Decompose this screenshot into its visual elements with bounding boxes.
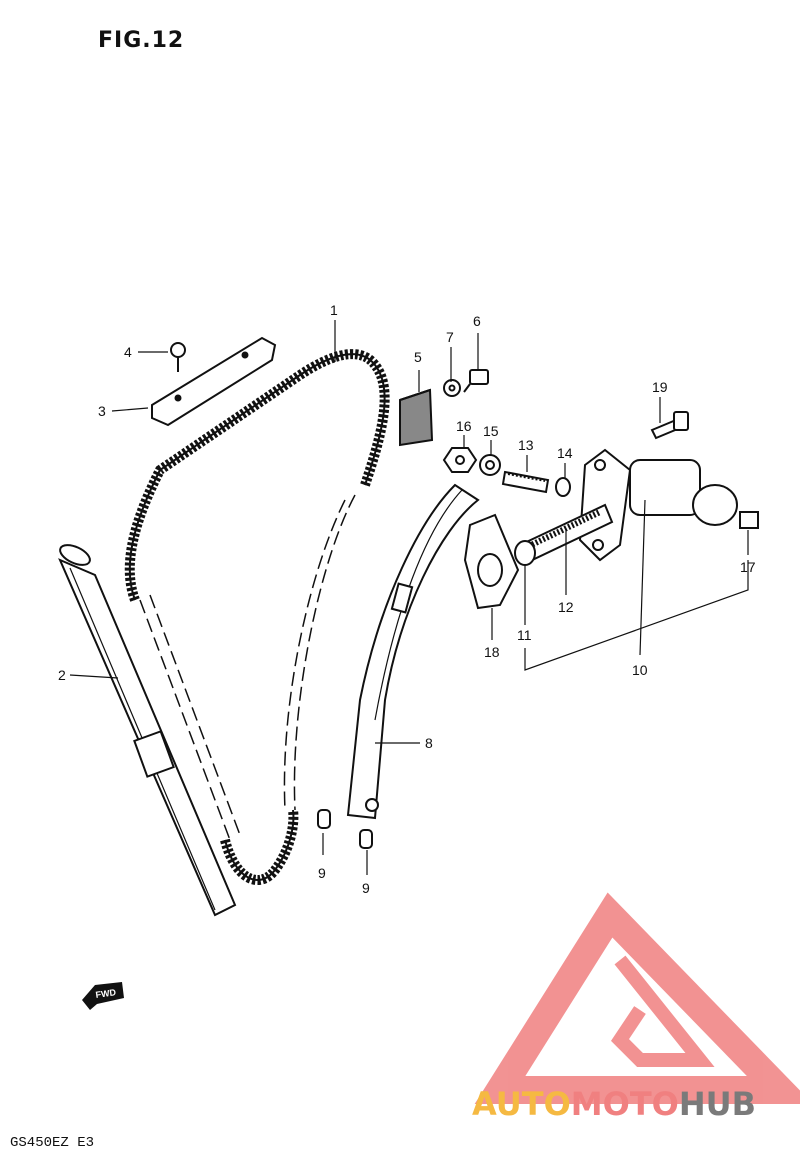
spring-pin-icon — [501, 470, 550, 494]
bolt-19-icon — [650, 411, 689, 440]
watermark-logo — [474, 892, 800, 1104]
forward-arrow-icon: FWD — [82, 982, 124, 1010]
tensioner-assembly — [514, 448, 738, 566]
callout-1: 1 — [330, 302, 338, 318]
watermark-word-moto: MOTO — [571, 1085, 679, 1123]
grommet-icon — [317, 809, 373, 849]
chain-guide-top — [151, 336, 277, 427]
callout-8: 8 — [425, 735, 433, 751]
tensioner-gasket — [463, 513, 520, 610]
model-code: GS450EZ E3 — [10, 1135, 95, 1151]
bolt-icon — [463, 369, 489, 393]
washer-15-icon — [479, 454, 501, 476]
callout-15: 15 — [483, 423, 499, 439]
callout-3: 3 — [98, 403, 106, 419]
callout-9b: 9 — [362, 880, 370, 896]
callout-7: 7 — [446, 329, 454, 345]
callout-5: 5 — [414, 349, 422, 365]
watermark-text: AUTOMOTOHUB — [472, 1085, 756, 1123]
callout-13: 13 — [518, 437, 534, 453]
o-ring-icon — [555, 477, 571, 497]
callout-2: 2 — [58, 667, 66, 683]
callout-6: 6 — [473, 313, 481, 329]
callout-18: 18 — [484, 644, 500, 660]
cam-chain — [124, 349, 390, 885]
callout-14: 14 — [557, 445, 573, 461]
callout-4: 4 — [124, 344, 132, 360]
callout-17: 17 — [740, 559, 756, 575]
callout-11: 11 — [517, 627, 532, 643]
chain-guide-front — [58, 544, 237, 917]
callout-10: 10 — [632, 662, 648, 678]
chain-damper-block — [399, 388, 434, 447]
watermark-word-auto: AUTO — [472, 1085, 571, 1123]
screw-icon — [170, 342, 186, 372]
bolt-17-icon — [739, 511, 759, 529]
callout-19: 19 — [652, 379, 668, 395]
washer-icon — [443, 379, 461, 397]
callout-12: 12 — [558, 599, 574, 615]
callout-9a: 9 — [318, 865, 326, 881]
figure-title: FIG.12 — [98, 28, 185, 53]
watermark-word-hub: HUB — [679, 1085, 756, 1123]
chain-guide-rear — [346, 483, 480, 820]
nut-icon — [442, 447, 478, 473]
callout-16: 16 — [456, 418, 472, 434]
leader-lines — [69, 320, 749, 875]
fwd-label: FWD — [95, 987, 117, 1000]
